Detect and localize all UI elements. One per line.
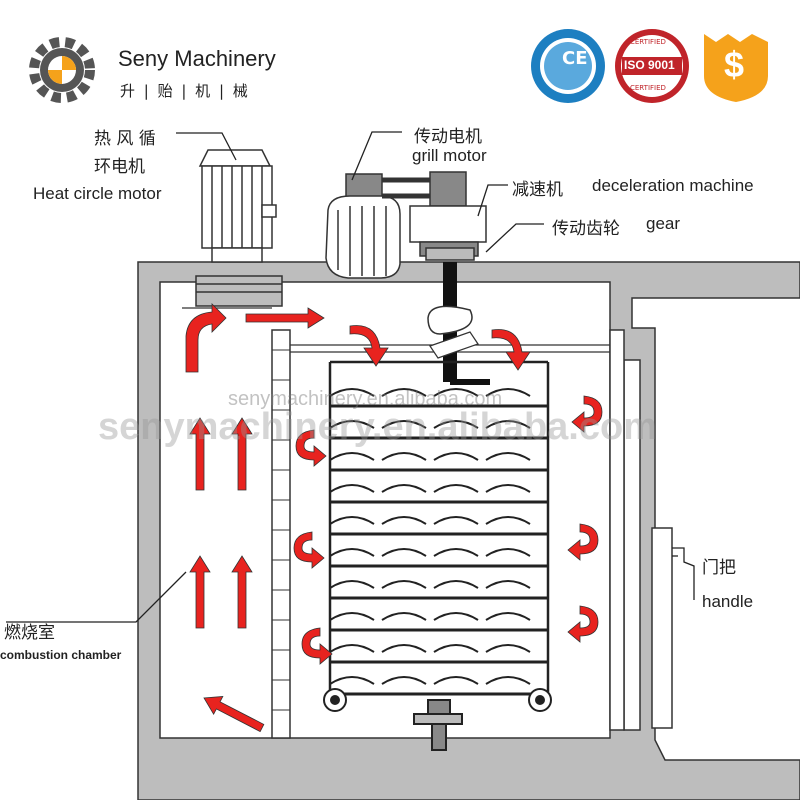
hook-arrow-icon [491, 329, 531, 371]
tray-item [485, 644, 531, 653]
tray-item [381, 484, 427, 493]
tray-item [433, 644, 479, 653]
up-arrow-icon [189, 417, 211, 491]
swirl-arrow-icon [301, 627, 333, 665]
tray-item [329, 420, 375, 429]
tray-item [485, 452, 531, 461]
tray-item [329, 612, 375, 621]
heat-motor-cn-2: 环电机 [94, 157, 145, 177]
deceleration-machine [409, 171, 487, 261]
gear-cn: 传动齿轮 [552, 219, 620, 239]
watermark-small: senymachinery.en.alibaba.com [228, 388, 503, 410]
drive-shaft [427, 262, 490, 385]
ce-badge-text: CE [562, 48, 588, 69]
tray-item [433, 388, 479, 397]
gear-logo-icon [29, 37, 95, 103]
tray-item [485, 516, 531, 525]
tray-item [381, 676, 427, 685]
swirl-arrow-icon [295, 429, 327, 467]
tray-item [433, 676, 479, 685]
tray-item [329, 484, 375, 493]
tray-item [433, 452, 479, 461]
ce-badge-icon [531, 29, 605, 103]
up-arrow-icon [231, 555, 253, 629]
swirl-arrow-icon [567, 523, 599, 561]
up-arrow-icon [231, 417, 253, 491]
tray-item [329, 516, 375, 525]
tray-item [485, 548, 531, 557]
tray-item [485, 580, 531, 589]
door-panel [609, 329, 673, 731]
tray-item [381, 516, 427, 525]
swirl-arrow-icon [293, 531, 325, 569]
watermark-large: senymachinery.en.alibaba.com [98, 406, 657, 448]
right-arrow-icon [245, 307, 325, 329]
callout-lines [6, 131, 695, 623]
tray-item [329, 388, 375, 397]
dollar-shield-icon [704, 34, 768, 102]
grill-motor-cn: 传动电机 [414, 127, 482, 147]
tray-item [485, 676, 531, 685]
tray-item [485, 420, 531, 429]
tray-item [381, 420, 427, 429]
trays [329, 388, 548, 696]
handle-cn: 门把 [702, 558, 736, 578]
divider-column [271, 329, 291, 739]
gear-en: gear [646, 214, 681, 233]
heat-motor-cn-1: 热 风 循 [94, 129, 156, 149]
tray-item [381, 452, 427, 461]
tray-rack [328, 360, 550, 696]
hook-arrow-icon [349, 325, 389, 367]
airflow-arrows [185, 303, 603, 733]
chamber-cn: 燃烧室 [4, 623, 55, 643]
iso-badge-bottom: CERTIFIED [630, 84, 666, 92]
tray-item [329, 676, 375, 685]
heat-motor-en: Heat circle motor [33, 184, 162, 203]
tray-item [485, 484, 531, 493]
tray-item [329, 644, 375, 653]
tray-item [381, 580, 427, 589]
rack-wheels [323, 688, 552, 751]
tray-item [381, 388, 427, 397]
tray-item [381, 612, 427, 621]
swirl-arrow-icon [571, 395, 603, 433]
tray-item [381, 548, 427, 557]
brand-name: Seny Machinery [118, 46, 276, 71]
heat-motor [195, 149, 283, 307]
tray-item [329, 452, 375, 461]
tray-item [433, 484, 479, 493]
brand-chinese: 升 | 贻 | 机 | 械 [120, 82, 250, 100]
tray-item [485, 388, 531, 397]
tray-item [433, 420, 479, 429]
decel-en: deceleration machine [592, 176, 754, 195]
tray-item [329, 548, 375, 557]
handle-en: handle [702, 592, 754, 611]
diagonal-arrow-icon [203, 696, 265, 733]
tray-item [329, 580, 375, 589]
tray-item [433, 548, 479, 557]
grill-motor-en: grill motor [412, 146, 487, 165]
chamber-en: combustion chamber [0, 648, 122, 662]
outlet-arrow-icon [185, 303, 227, 373]
decel-cn: 减速机 [512, 180, 563, 200]
tray-item [381, 644, 427, 653]
tray-item [433, 612, 479, 621]
up-arrow-icon [189, 555, 211, 629]
swirl-arrow-icon [567, 605, 599, 643]
iso-badge-main: ISO 9001 [624, 58, 675, 72]
tray-item [433, 516, 479, 525]
iso-badge-top: CERTIFIED [630, 38, 666, 46]
grill-motor [325, 173, 440, 279]
tray-item [433, 580, 479, 589]
divider-ticks [272, 349, 290, 711]
tray-item [485, 612, 531, 621]
iso-badge-icon [615, 29, 689, 103]
dollar-badge-text: $ [724, 44, 745, 85]
